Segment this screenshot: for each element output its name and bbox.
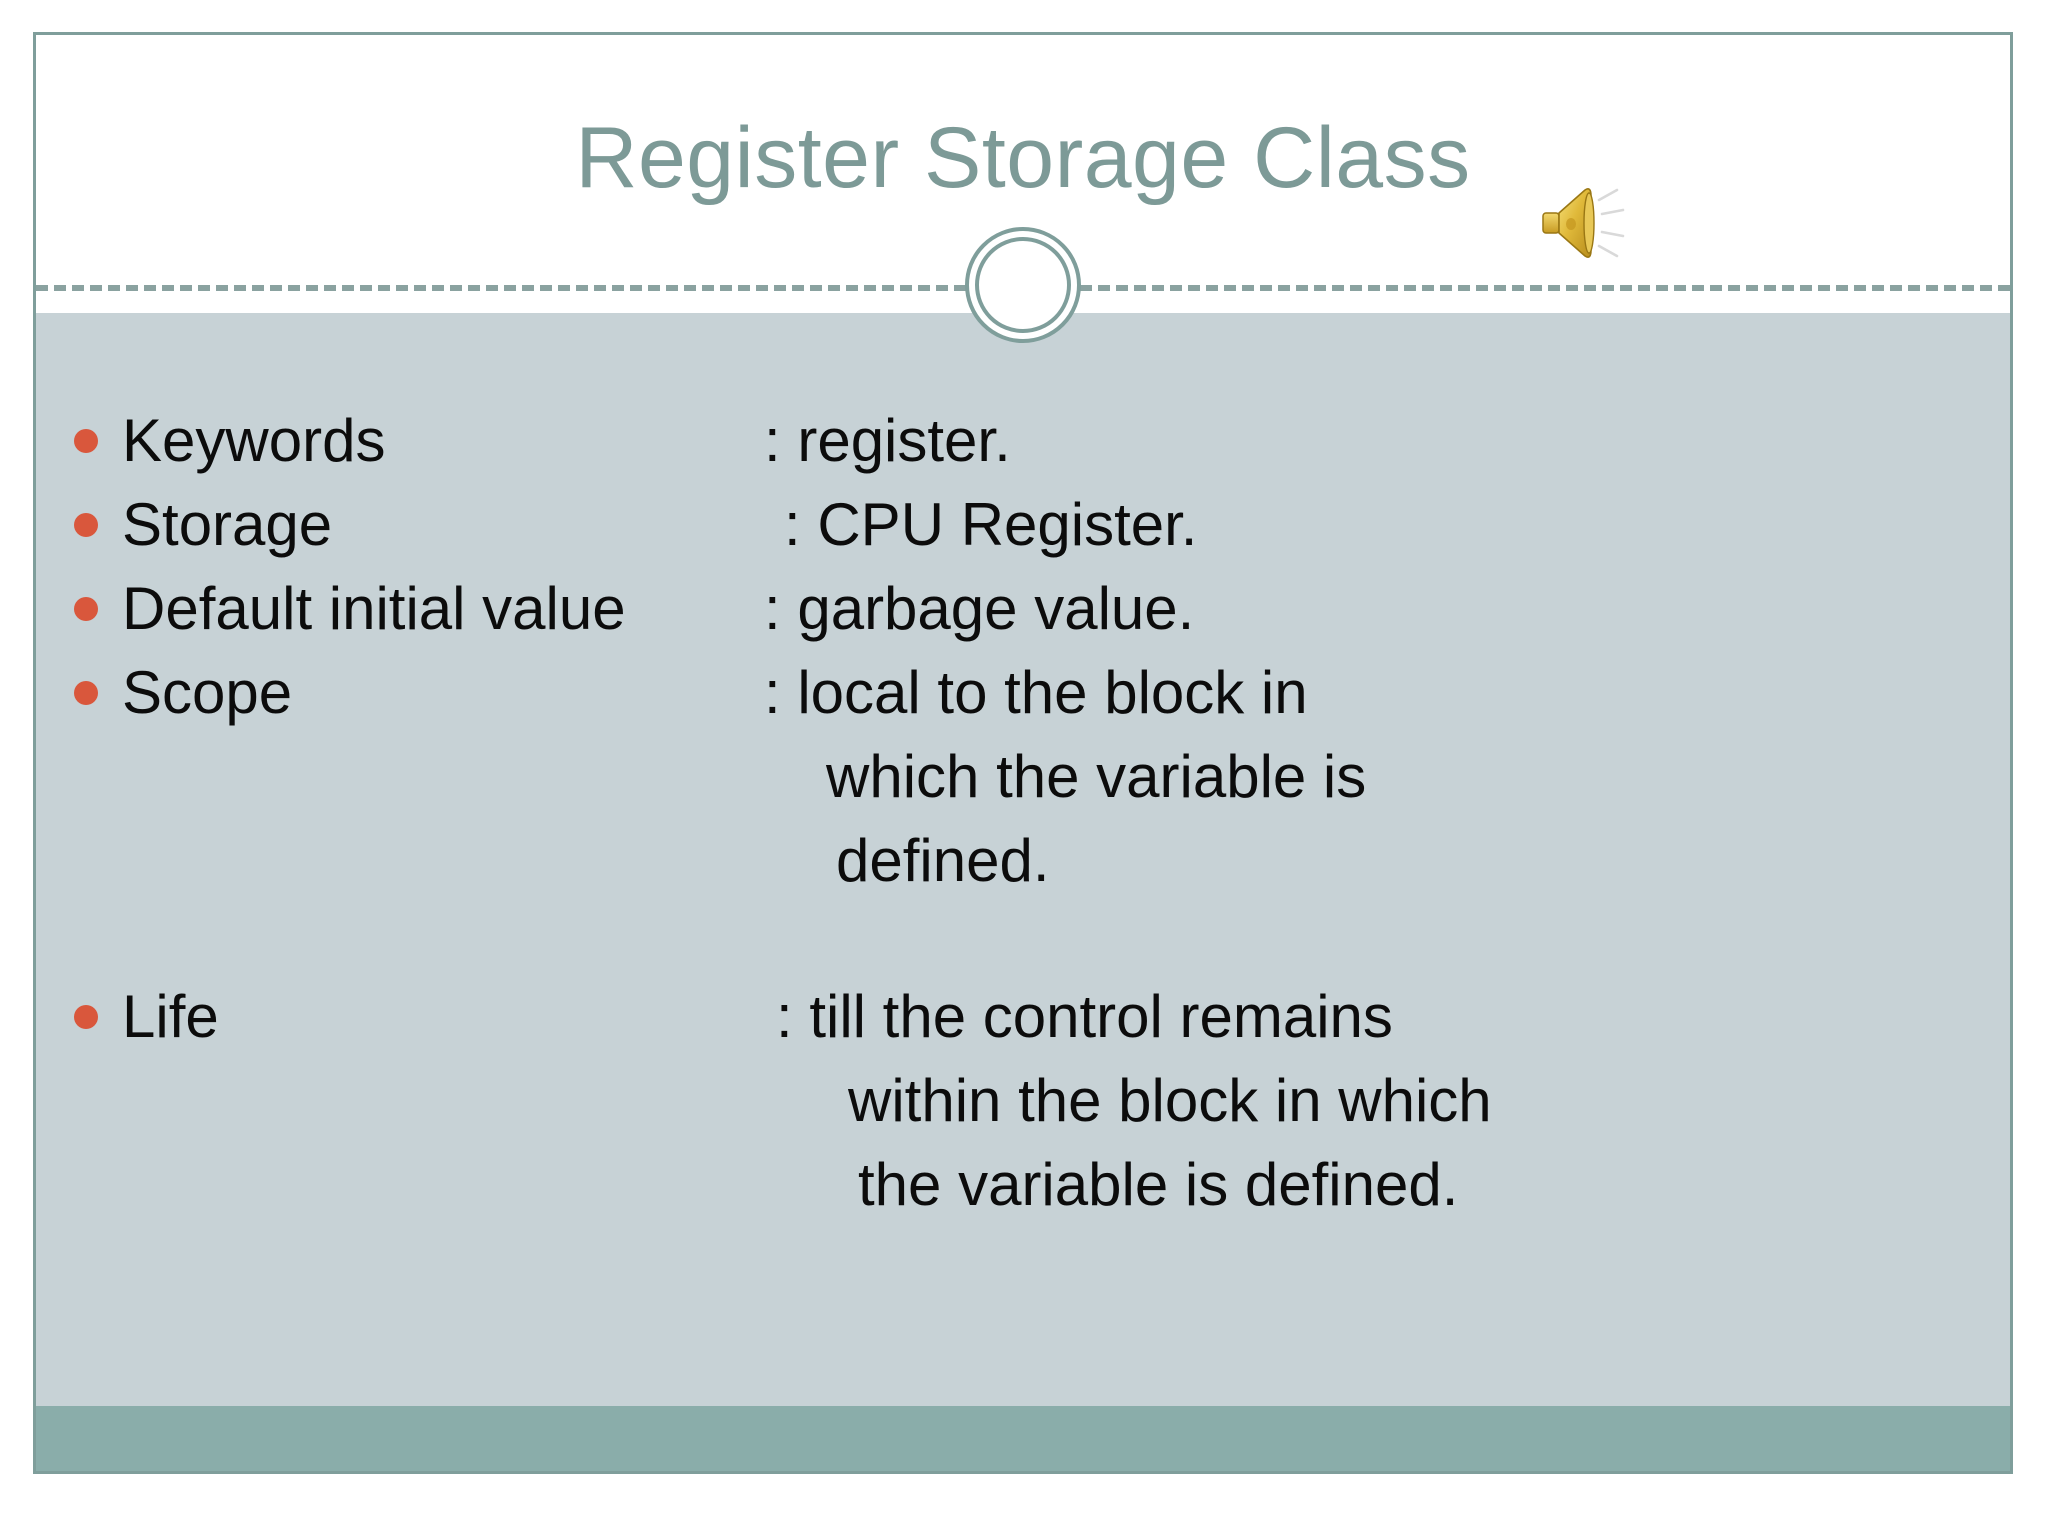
bullet-label-cell: Default initial value bbox=[36, 569, 756, 649]
list-item-label: Keywords bbox=[122, 407, 386, 474]
list-item: Scope : local to the block in bbox=[36, 653, 2010, 737]
bullet-dot-icon bbox=[74, 513, 98, 537]
list-item-value: : local to the block in bbox=[764, 659, 1308, 726]
slide-body: Keywords : register. Storage : CPU Regis… bbox=[36, 313, 2010, 1406]
continuation-line: which the variable is bbox=[36, 737, 2010, 821]
list-item-label: Storage bbox=[122, 491, 333, 558]
list-item-value: : CPU Register. bbox=[784, 491, 1198, 558]
ring-decoration bbox=[965, 227, 1081, 343]
list-item: Life : till the control remains bbox=[36, 977, 2010, 1061]
list-item-value: : till the control remains bbox=[776, 983, 1393, 1050]
list-item: Keywords : register. bbox=[36, 401, 2010, 485]
list-item-label: Scope bbox=[122, 659, 293, 726]
footer-bar bbox=[36, 1406, 2010, 1471]
continuation-line: within the block in which bbox=[36, 1061, 2010, 1145]
bullet-label-cell: Storage bbox=[36, 485, 756, 565]
continuation-text: which the variable is bbox=[826, 743, 1367, 810]
speaker-icon[interactable] bbox=[1539, 180, 1631, 266]
bullet-list: Keywords : register. Storage : CPU Regis… bbox=[36, 313, 2010, 1229]
bullet-dot-icon bbox=[74, 429, 98, 453]
continuation-text: within the block in which bbox=[848, 1067, 1492, 1134]
page-title: Register Storage Class bbox=[575, 110, 1471, 206]
slide: Register Storage Class bbox=[33, 32, 2013, 1474]
bullet-dot-icon bbox=[74, 597, 98, 621]
continuation-text: defined. bbox=[836, 827, 1050, 894]
bullet-label-cell: Scope bbox=[36, 653, 756, 733]
list-item: Storage : CPU Register. bbox=[36, 485, 2010, 569]
continuation-line: the variable is defined. bbox=[36, 1145, 2010, 1229]
continuation-line: defined. bbox=[36, 821, 2010, 905]
bullet-label-cell: Life bbox=[36, 977, 756, 1057]
continuation-text: the variable is defined. bbox=[858, 1151, 1459, 1218]
list-item-label: Life bbox=[122, 983, 219, 1050]
list-item-label: Default initial value bbox=[122, 575, 626, 642]
list-item-value: : garbage value. bbox=[764, 575, 1195, 642]
bullet-dot-icon bbox=[74, 1005, 98, 1029]
list-item-value: : register. bbox=[764, 407, 1011, 474]
bullet-dot-icon bbox=[74, 681, 98, 705]
list-item: Default initial value : garbage value. bbox=[36, 569, 2010, 653]
ring-inner-circle bbox=[975, 237, 1071, 333]
bullet-label-cell: Keywords bbox=[36, 401, 756, 481]
